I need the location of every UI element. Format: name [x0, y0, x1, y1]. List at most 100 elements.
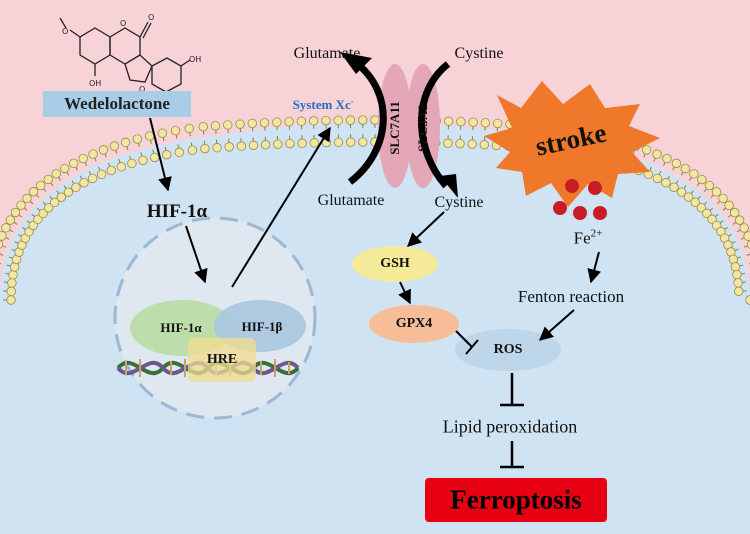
lipid-head	[284, 116, 294, 127]
lipid-head	[38, 208, 48, 219]
lipid-head	[669, 182, 679, 192]
lipid-head	[79, 178, 89, 188]
lipid-head	[8, 270, 18, 280]
lipid-head	[1, 223, 11, 233]
lipid-tail	[746, 253, 750, 256]
fe-text: Fe	[573, 228, 591, 248]
cystine-intracellular-label: Cystine	[434, 194, 484, 211]
ros-label: ROS	[493, 342, 523, 357]
inhibition-lipid-ferroptosis	[500, 441, 524, 469]
arrow-hif-to-nucleus	[185, 225, 208, 284]
lipid-head	[157, 128, 168, 138]
lipid-peroxidation-label: Lipid peroxidation	[442, 416, 578, 437]
fe-charge: 2+	[590, 227, 603, 240]
lipid-head	[106, 165, 116, 176]
lipid-head	[285, 138, 295, 149]
lipid-head	[743, 231, 750, 241]
lipid-head	[671, 158, 682, 169]
arrow-gsh-to-gpx4	[398, 281, 411, 305]
lipid-head	[212, 143, 222, 153]
lipid-head	[358, 137, 368, 147]
lipid-head	[697, 174, 707, 185]
atom-oh-2: OH	[189, 55, 201, 64]
lipid-head	[443, 116, 454, 126]
lipid-head	[730, 262, 741, 272]
lipid-head	[138, 155, 148, 165]
lipid-head	[87, 173, 98, 184]
lipid-head	[88, 149, 98, 159]
ros-oval	[455, 329, 561, 371]
lipid-head	[296, 116, 307, 126]
glutamate-export-arrow	[347, 59, 387, 185]
lipid-head	[704, 180, 715, 191]
lipid-head	[78, 153, 88, 164]
lipid-head	[309, 138, 319, 148]
lipid-head	[734, 215, 745, 225]
wedelolactone-structure	[59, 17, 191, 102]
lipid-head	[358, 115, 368, 125]
glutamate-extracellular-label: Glutamate	[293, 45, 361, 62]
lipid-head	[467, 139, 477, 149]
lipid-head	[455, 138, 465, 149]
lipid-head	[468, 117, 478, 127]
lipid-head	[652, 149, 662, 159]
lipid-head	[680, 163, 691, 174]
lipid-head	[120, 137, 131, 148]
lipid-head	[224, 142, 234, 152]
stroke-burst	[484, 81, 660, 207]
glutamate-export-arrowhead	[340, 52, 372, 74]
ferroptosis-label: Ferroptosis	[450, 484, 582, 515]
lipid-head	[661, 178, 671, 188]
lipid-head	[149, 152, 160, 163]
lipid-head	[273, 139, 283, 149]
lipid-head	[63, 187, 74, 197]
lipid-head	[35, 180, 46, 191]
arrow-nucleus-to-system-xc	[231, 126, 331, 288]
gsh-oval	[352, 246, 438, 282]
wedelolactone-label: Wedelolactone	[64, 94, 170, 113]
gsh-label: GSH	[380, 256, 410, 271]
lipid-head	[109, 141, 119, 151]
lipid-head	[711, 187, 722, 197]
lipid-head	[308, 116, 319, 126]
lipid-head	[16, 200, 26, 210]
slc7a11-label: SLC7A11	[387, 101, 402, 155]
lipid-head	[456, 116, 466, 127]
fenton-reaction-label: Fenton reaction	[517, 287, 625, 306]
lipid-head	[69, 158, 79, 169]
lipid-head	[22, 193, 32, 204]
lipid-head	[96, 169, 107, 180]
lipid-head	[493, 118, 503, 129]
lipid-head	[479, 140, 490, 150]
lipid-head	[71, 182, 81, 193]
lipid-head	[6, 295, 16, 305]
slc7a11-protein	[378, 64, 412, 188]
hre-box	[188, 338, 256, 382]
lipid-head	[690, 197, 700, 207]
lipid-head	[724, 200, 734, 211]
lipid-head	[187, 145, 198, 155]
lipid-head	[370, 115, 380, 125]
lipid-head	[297, 138, 307, 148]
lipid-head	[345, 115, 356, 125]
lipid-head	[702, 208, 712, 219]
lipid-head	[676, 187, 687, 197]
lipid-head	[745, 295, 750, 305]
lipid-head	[60, 163, 70, 174]
gpx4-oval	[369, 305, 459, 343]
lipid-head	[223, 120, 233, 130]
lipid-head	[33, 214, 43, 225]
lipid-tail	[0, 253, 4, 256]
lipid-head	[321, 115, 331, 126]
lipid-head	[235, 119, 245, 129]
lipid-head	[345, 137, 356, 147]
lipid-head	[50, 197, 60, 208]
system-xc-label: System Xc-	[293, 97, 354, 113]
fe-label: Fe2+	[574, 228, 603, 249]
hre-label: HRE	[206, 352, 238, 367]
lipid-head	[248, 140, 259, 151]
lipid-head	[116, 162, 126, 172]
lipid-head	[739, 223, 749, 233]
